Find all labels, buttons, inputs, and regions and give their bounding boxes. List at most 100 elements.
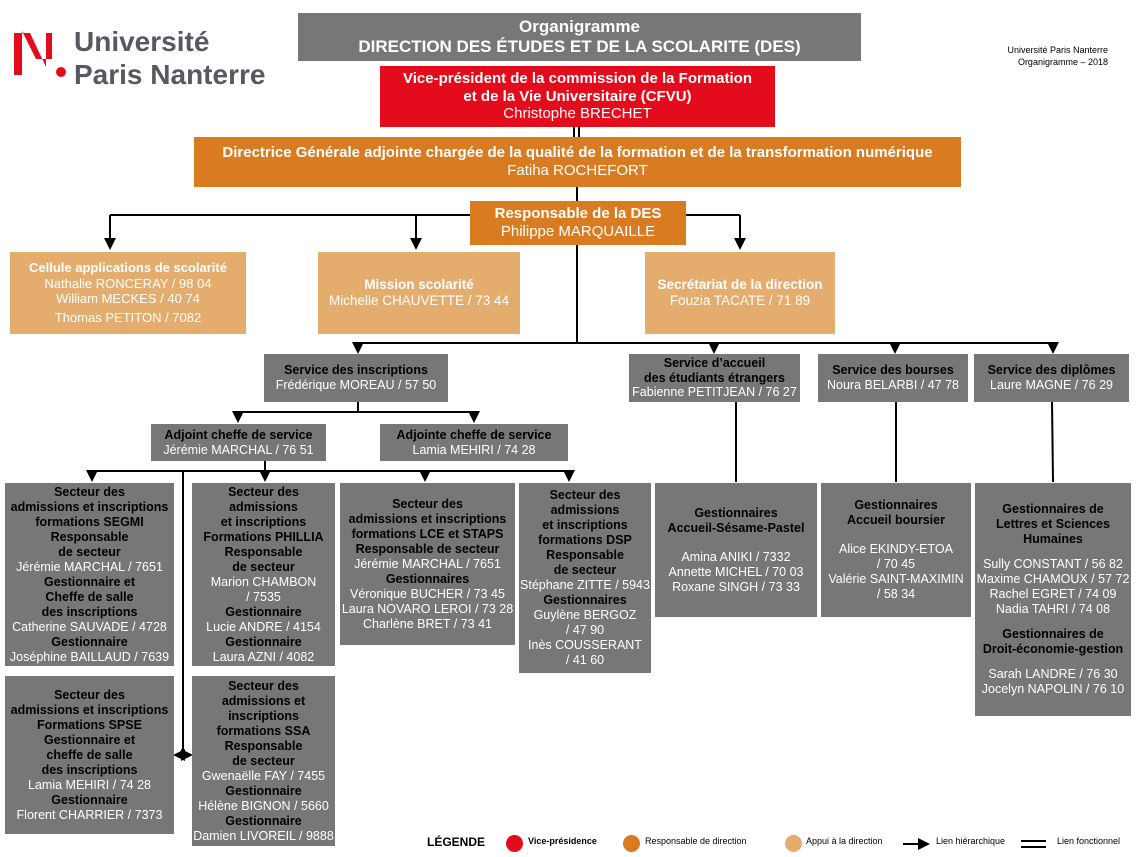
dga-title: Directrice Générale adjointe chargée de … <box>222 144 933 162</box>
legend-appui-label: Appui à la direction <box>806 836 883 846</box>
mission-title: Mission scolarité <box>364 277 474 293</box>
corner-caption: Université Paris Nanterre Organigramme –… <box>1007 44 1108 68</box>
secteur-ssa-box: Secteur des admissions et inscriptions f… <box>192 676 335 846</box>
legend-resp-dot-icon <box>623 835 640 852</box>
dsp-p3b: / 41 60 <box>565 653 605 667</box>
dsp-g1: Gestionnaires <box>543 593 627 607</box>
segmi-p3: Joséphine BAILLAUD / 7639 <box>9 649 170 664</box>
vp-box: Vice-président de la commission de la Fo… <box>380 66 775 127</box>
spse-p2: Florent CHARRIER / 7373 <box>16 807 163 822</box>
adj2-person: Lamia MEHIRI / 74 28 <box>412 442 536 457</box>
dsp-t1: Secteur des <box>549 488 621 502</box>
resp-name: Philippe MARQUAILLE <box>500 223 656 240</box>
dsp-p2: Guylène BERGOZ <box>533 608 637 622</box>
gest-lettres-p3: Rachel EGRET / 74 09 <box>989 587 1117 601</box>
lce-p4: Charlène BRET / 73 41 <box>362 616 492 631</box>
ssa-p2: Hélène BIGNON / 5660 <box>198 798 329 813</box>
header-subtitle: DIRECTION DES ÉTUDES ET DE LA SCOLARITE … <box>358 37 801 56</box>
segmi-t2: admissions et inscriptions <box>10 499 169 514</box>
lce-g1: Gestionnaires <box>385 571 470 586</box>
phillia-t4: Formations PHILLIA <box>203 529 324 544</box>
spse-t1: Secteur des <box>54 687 125 702</box>
gest-boursier-t2: Accueil boursier <box>847 513 945 527</box>
segmi-r2: de secteur <box>58 544 121 559</box>
segmi-g3: des inscriptions <box>41 604 138 619</box>
segmi-t1: Secteur des <box>54 484 125 499</box>
segmi-g4: Gestionnaire <box>51 634 128 649</box>
adj1-person: Jérémie MARCHAL / 76 51 <box>163 442 314 457</box>
inscriptions-title: Service des inscriptions <box>284 363 428 378</box>
gest-boursier-p1: Alice EKINDY-ETOA <box>839 542 953 556</box>
adjoint-2-box: Adjointe cheffe de service Lamia MEHIRI … <box>380 424 568 461</box>
ssa-g1: Gestionnaire <box>225 783 302 798</box>
cellule-person-3: Thomas PETITON / 7082 <box>54 310 202 326</box>
secteur-lce-box: Secteur des admissions et inscriptions f… <box>340 483 515 645</box>
mission-box: Mission scolarité Michelle CHAUVETTE / 7… <box>318 252 520 334</box>
gest-boursier-p2: Valérie SAINT-MAXIMIN <box>828 572 964 586</box>
gest-lettres-p5: Sarah LANDRE / 76 30 <box>988 667 1118 681</box>
lce-t3: formations LCE et STAPS <box>351 526 504 541</box>
phillia-r2: de secteur <box>232 559 295 574</box>
gest-accueil-box: Gestionnaires Accueil-Sésame-Pastel Amin… <box>655 483 817 617</box>
gest-lettres-t1: Gestionnaires de <box>1002 502 1104 516</box>
ssa-p3: Damien LIVOREIL / 9888 <box>193 828 334 843</box>
segmi-g1: Gestionnaire et <box>44 574 135 589</box>
diplomes-title: Service des diplômes <box>987 363 1116 378</box>
spse-t3: Formations SPSE <box>37 717 142 732</box>
secteur-dsp-box: Secteur des admissions et inscriptions f… <box>519 483 651 673</box>
legend-resp-label: Responsable de direction <box>645 836 747 846</box>
lce-t2: admissions et inscriptions <box>348 511 507 526</box>
gest-accueil-p1: Amina ANIKI / 7332 <box>681 549 791 564</box>
gest-lettres-t2: Lettres et Sciences <box>996 517 1110 531</box>
dsp-t4: formations DSP <box>538 533 632 547</box>
dsp-t2: admissions <box>550 503 620 517</box>
service-diplomes-box: Service des diplômes Laure MAGNE / 76 29 <box>974 354 1129 402</box>
legend-fonc-label: Lien fonctionnel <box>1057 836 1121 846</box>
lce-p2: Véronique BUCHER / 73 45 <box>350 586 505 601</box>
gest-lettres-t3: Humaines <box>1023 532 1083 546</box>
phillia-t1: Secteur des <box>228 484 299 499</box>
phillia-r1: Responsable <box>224 544 303 559</box>
legend-appui-dot-icon <box>785 835 802 852</box>
corner-line-1: Université Paris Nanterre <box>1007 45 1108 55</box>
vp-title-2: et de la Vie Universitaire (CFVU) <box>463 87 692 105</box>
gest-lettres-t4: Gestionnaires de <box>1002 627 1104 641</box>
logo-text: Université Paris Nanterre <box>74 26 265 92</box>
ssa-p1: Gwenaëlle FAY / 7455 <box>201 768 326 783</box>
phillia-p1b: / 7535 <box>246 589 281 604</box>
secteur-segmi-box: Secteur des admissions et inscriptions f… <box>5 483 174 666</box>
gest-lettres-box: Gestionnaires de Lettres et Sciences Hum… <box>975 483 1131 716</box>
ssa-r1: Responsable <box>224 738 303 753</box>
service-accueil-box: Service d’accueil des étudiants étranger… <box>629 354 800 402</box>
ssa-r2: de secteur <box>232 753 295 768</box>
spse-g3: des inscriptions <box>41 762 138 777</box>
service-bourses-box: Service des bourses Noura BELARBI / 47 7… <box>818 354 968 402</box>
dsp-p2b: / 47 90 <box>565 623 605 637</box>
legend-vp-label: Vice-présidence <box>528 836 597 846</box>
inscriptions-person: Frédérique MOREAU / 57 50 <box>275 378 437 392</box>
lce-p1: Jérémie MARCHAL / 7651 <box>354 556 501 571</box>
gest-accueil-t1: Gestionnaires <box>694 505 778 520</box>
lce-r1: Responsable de secteur <box>355 541 500 556</box>
adjoint-1-box: Adjoint cheffe de service Jérémie MARCHA… <box>151 424 326 461</box>
phillia-p1: Marion CHAMBON <box>210 574 317 589</box>
phillia-t3: et inscriptions <box>220 514 307 529</box>
dsp-r1: Responsable <box>546 548 624 562</box>
segmi-g2: Cheffe de salle <box>45 589 134 604</box>
ssa-g2: Gestionnaire <box>225 813 302 828</box>
segmi-t3: formations SEGMI <box>35 514 144 529</box>
resp-des-box: Responsable de la DES Philippe MARQUAILL… <box>470 201 686 245</box>
accueil-title-1: Service d’accueil <box>663 355 766 370</box>
phillia-p2: Lucie ANDRE / 4154 <box>206 619 321 634</box>
adj2-title: Adjointe cheffe de service <box>396 427 552 442</box>
lce-p3: Laura NOVARO LEROI / 73 28 <box>341 601 514 616</box>
dsp-p3: Inès COUSSERANT <box>528 638 642 652</box>
segmi-p1: Jérémie MARCHAL / 7651 <box>16 559 163 574</box>
resp-title: Responsable de la DES <box>494 205 662 223</box>
ssa-t1: Secteur des <box>228 678 299 693</box>
logo-line-1: Université <box>74 26 210 57</box>
secretariat-box: Secrétariat de la direction Fouzia TACAT… <box>645 252 835 334</box>
vp-name: Christophe BRECHET <box>503 105 652 123</box>
cellule-person-2: William MECKES / 40 74 <box>56 291 200 306</box>
diplomes-person: Laure MAGNE / 76 29 <box>990 378 1113 392</box>
